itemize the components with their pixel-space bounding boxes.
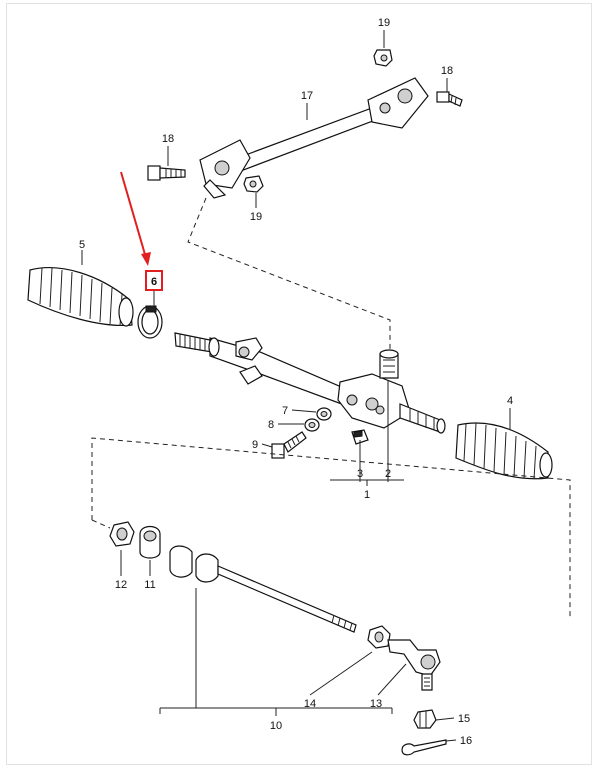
label-14: 14 bbox=[304, 698, 316, 710]
label-8: 8 bbox=[268, 419, 274, 431]
castle-nut-15 bbox=[413, 709, 437, 729]
jam-nut-14 bbox=[367, 625, 391, 649]
boot-clamp bbox=[137, 305, 163, 339]
lock-nut-12 bbox=[109, 521, 135, 547]
label-10: 10 bbox=[270, 720, 282, 732]
label-6: 6 bbox=[151, 276, 157, 288]
label-9: 9 bbox=[252, 439, 258, 451]
nut-upper-left bbox=[243, 175, 264, 193]
nut-upper-right bbox=[373, 49, 393, 67]
label-5: 5 bbox=[79, 239, 85, 251]
label-15: 15 bbox=[458, 713, 470, 725]
adjuster-plug bbox=[351, 429, 369, 445]
label-13: 13 bbox=[370, 698, 382, 710]
steering-rack bbox=[174, 332, 446, 434]
intermediate-shaft bbox=[199, 77, 429, 199]
inner-tie-rod bbox=[169, 545, 357, 633]
bolt-upper-right bbox=[436, 91, 463, 107]
label-1: 1 bbox=[364, 489, 370, 501]
bushing-11 bbox=[139, 525, 161, 559]
label-16: 16 bbox=[460, 735, 472, 747]
rack-boot-left bbox=[27, 267, 134, 327]
washer-8 bbox=[304, 418, 320, 432]
label-4: 4 bbox=[507, 395, 513, 407]
diagram-frame bbox=[6, 3, 592, 765]
tie-rod-end bbox=[387, 639, 441, 691]
rack-boot-right bbox=[455, 422, 553, 480]
bolt-upper-left bbox=[147, 165, 186, 181]
label-2: 2 bbox=[385, 468, 391, 480]
label-19-top: 19 bbox=[378, 17, 390, 29]
cotter-pin-16 bbox=[401, 739, 447, 756]
label-17: 17 bbox=[301, 90, 313, 102]
label-12: 12 bbox=[115, 579, 127, 591]
label-11: 11 bbox=[144, 579, 155, 591]
label-7: 7 bbox=[282, 405, 288, 417]
label-3: 3 bbox=[357, 468, 363, 480]
bolt-9 bbox=[271, 431, 307, 459]
label-18-right: 18 bbox=[441, 65, 453, 77]
washer-7 bbox=[316, 407, 332, 421]
label-18-left: 18 bbox=[162, 133, 174, 145]
label-19-left: 19 bbox=[250, 211, 262, 223]
highlight-box bbox=[145, 270, 163, 291]
highlight-arrow bbox=[120, 171, 151, 266]
